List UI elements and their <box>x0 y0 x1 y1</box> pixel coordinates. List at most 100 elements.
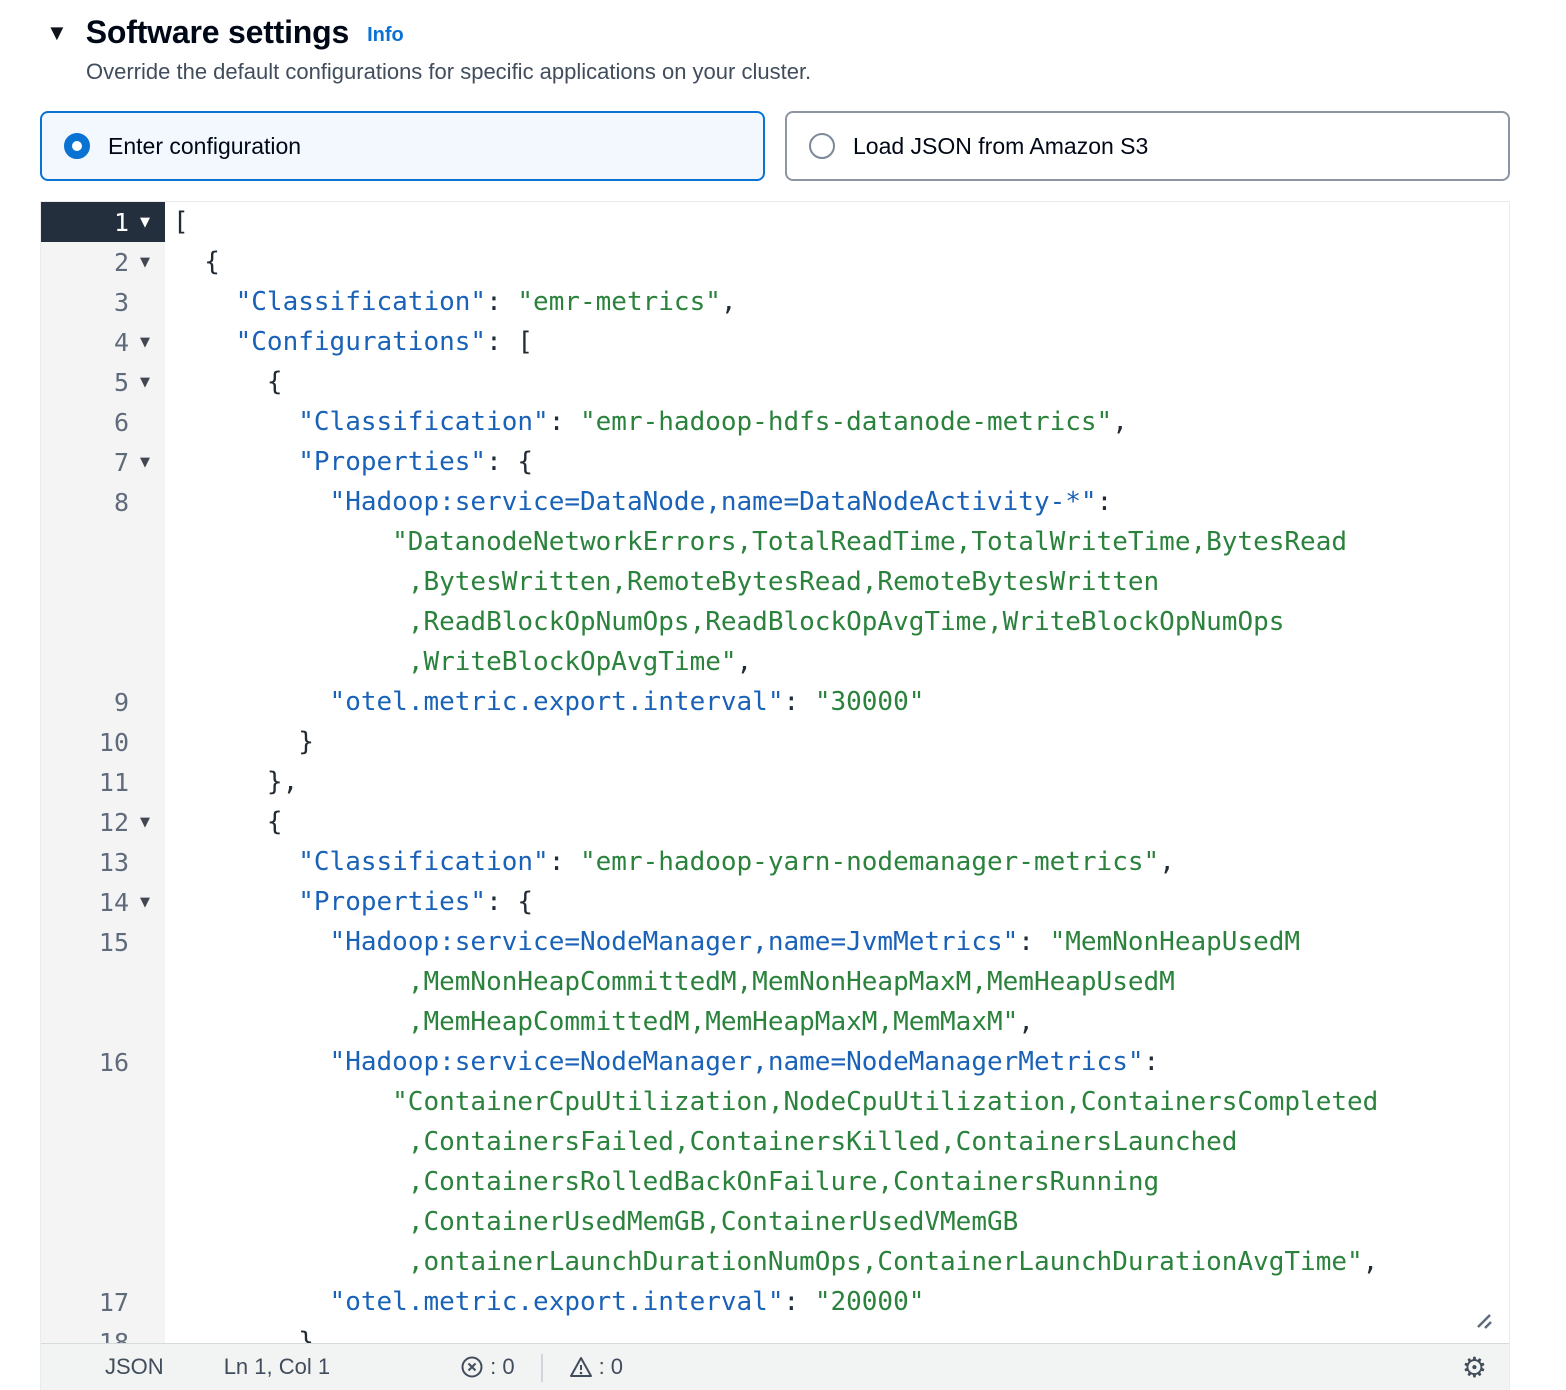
line-number-gutter: 15 <box>41 922 165 962</box>
code-line[interactable]: 10 } <box>41 722 1509 762</box>
code-lines[interactable]: 1▼ [2▼ {3 "Classification": "emr-metrics"… <box>41 202 1509 1345</box>
code-line-content[interactable]: "Classification": "emr-hadoop-yarn-nodem… <box>298 847 1175 877</box>
code-line[interactable]: "ContainerCpuUtilization,NodeCpuUtilizat… <box>41 1082 1509 1122</box>
code-line[interactable]: 2▼ { <box>41 242 1509 282</box>
section-description: Override the default configurations for … <box>86 59 812 84</box>
json-code-editor[interactable]: 1▼ [2▼ {3 "Classification": "emr-metrics"… <box>40 201 1510 1390</box>
code-line-content[interactable]: ,MemNonHeapCommittedM,MemNonHeapMaxM,Mem… <box>407 967 1175 997</box>
code-line[interactable]: 18 } <box>41 1322 1509 1345</box>
line-number: 4 <box>113 327 129 357</box>
code-line[interactable]: ,MemNonHeapCommittedM,MemNonHeapMaxM,Mem… <box>41 962 1509 1002</box>
code-line-content[interactable]: "Classification": "emr-hadoop-hdfs-datan… <box>298 407 1128 437</box>
option-label: Load JSON from Amazon S3 <box>853 132 1149 159</box>
fold-arrow-icon[interactable]: ▼ <box>140 254 150 270</box>
code-line[interactable]: 7▼ "Properties": { <box>41 442 1509 482</box>
code-line[interactable]: "DatanodeNetworkErrors,TotalReadTime,Tot… <box>41 522 1509 562</box>
code-line[interactable]: 8 "Hadoop:service=DataNode,name=DataNode… <box>41 482 1509 522</box>
code-line[interactable]: 13 "Classification": "emr-hadoop-yarn-no… <box>41 842 1509 882</box>
fold-arrow-icon[interactable]: ▼ <box>140 454 150 470</box>
code-line-content[interactable]: ,ontainerLaunchDurationNumOps,ContainerL… <box>407 1247 1379 1277</box>
code-line[interactable]: 16 "Hadoop:service=NodeManager,name=Node… <box>41 1042 1509 1082</box>
code-line[interactable]: 1▼ [ <box>41 202 1509 242</box>
code-line-content[interactable]: "Properties": { <box>298 887 534 917</box>
code-line-content[interactable]: "ContainerCpuUtilization,NodeCpuUtilizat… <box>392 1087 1379 1117</box>
line-number-gutter[interactable]: 14 ▼ <box>41 882 165 922</box>
errors-count: : 0 <box>490 1354 515 1379</box>
fold-arrow-icon[interactable]: ▼ <box>140 894 150 910</box>
option-load-json-s3[interactable]: Load JSON from Amazon S3 <box>785 111 1510 181</box>
status-divider <box>540 1354 543 1382</box>
option-enter-configuration[interactable]: Enter configuration <box>40 111 765 181</box>
warnings-indicator[interactable]: : 0 <box>569 1354 623 1380</box>
line-number-gutter: 3 <box>41 282 165 322</box>
code-line[interactable]: ,ontainerLaunchDurationNumOps,ContainerL… <box>41 1242 1509 1282</box>
code-line-content[interactable]: ,ContainersRolledBackOnFailure,Container… <box>407 1167 1160 1197</box>
line-number-gutter: 9 <box>41 682 165 722</box>
line-number-gutter[interactable]: 12▼ <box>41 802 165 842</box>
code-line-content[interactable]: { <box>173 367 283 397</box>
radio-selected-icon[interactable] <box>64 133 90 159</box>
code-line-content[interactable]: [ <box>173 207 189 237</box>
code-line[interactable]: 11 }, <box>41 762 1509 802</box>
code-line-content[interactable]: ,WriteBlockOpAvgTime", <box>407 647 753 677</box>
line-number: 17 <box>98 1287 129 1317</box>
code-line-content[interactable]: ,BytesWritten,RemoteBytesRead,RemoteByte… <box>407 567 1160 597</box>
fold-arrow-icon[interactable]: ▼ <box>140 814 150 830</box>
line-number: 14 <box>98 887 129 917</box>
code-line-content[interactable]: { <box>173 247 220 277</box>
code-line[interactable]: ,ReadBlockOpNumOps,ReadBlockOpAvgTime,Wr… <box>41 602 1509 642</box>
fold-arrow-icon[interactable]: ▼ <box>140 334 150 350</box>
radio-unselected-icon[interactable] <box>809 133 835 159</box>
code-line[interactable]: 15 "Hadoop:service=NodeManager,name=JvmM… <box>41 922 1509 962</box>
code-line-content[interactable]: "Classification": "emr-metrics", <box>235 287 737 317</box>
fold-arrow-icon[interactable]: ▼ <box>140 374 150 390</box>
code-line[interactable]: ,WriteBlockOpAvgTime", <box>41 642 1509 682</box>
line-number-gutter <box>41 602 165 642</box>
code-line[interactable]: 5▼ { <box>41 362 1509 402</box>
code-line[interactable]: 17 "otel.metric.export.interval": "20000… <box>41 1282 1509 1322</box>
code-line[interactable]: ,ContainersRolledBackOnFailure,Container… <box>41 1162 1509 1202</box>
line-number-gutter[interactable]: 5▼ <box>41 362 165 402</box>
info-link[interactable]: Info <box>367 24 404 46</box>
code-line-content[interactable]: "Hadoop:service=DataNode,name=DataNodeAc… <box>329 487 1113 517</box>
code-line-content[interactable]: ,MemHeapCommittedM,MemHeapMaxM,MemMaxM", <box>407 1007 1034 1037</box>
code-line-content[interactable]: "otel.metric.export.interval": "20000" <box>329 1287 925 1317</box>
code-line[interactable]: 3 "Classification": "emr-metrics", <box>41 282 1509 322</box>
settings-gear-icon[interactable]: ⚙ <box>1461 1351 1487 1384</box>
fold-arrow-icon[interactable]: ▼ <box>140 214 150 230</box>
code-line-content[interactable]: "Configurations": [ <box>235 327 534 357</box>
code-line-content[interactable]: "otel.metric.export.interval": "30000" <box>329 687 925 717</box>
line-number-gutter[interactable]: 4▼ <box>41 322 165 362</box>
line-number-gutter <box>41 1082 165 1122</box>
code-line-content[interactable]: ,ReadBlockOpNumOps,ReadBlockOpAvgTime,Wr… <box>407 607 1285 637</box>
code-line-content[interactable]: "Hadoop:service=NodeManager,name=NodeMan… <box>329 1047 1160 1077</box>
code-line-content[interactable]: "Properties": { <box>298 447 534 477</box>
code-line[interactable]: ,ContainerUsedMemGB,ContainerUsedVMemGB <box>41 1202 1509 1242</box>
code-line-content[interactable]: "Hadoop:service=NodeManager,name=JvmMetr… <box>329 927 1301 957</box>
line-number-gutter[interactable]: 2▼ <box>41 242 165 282</box>
line-number-gutter[interactable]: 7▼ <box>41 442 165 482</box>
code-line[interactable]: 12▼ { <box>41 802 1509 842</box>
line-number-gutter[interactable]: 1▼ <box>41 202 165 242</box>
code-line[interactable]: 4▼ "Configurations": [ <box>41 322 1509 362</box>
line-number-gutter: 18 <box>41 1322 165 1345</box>
code-line[interactable]: 6 "Classification": "emr-hadoop-hdfs-dat… <box>41 402 1509 442</box>
warnings-count: : 0 <box>598 1354 624 1379</box>
code-line[interactable]: ,MemHeapCommittedM,MemHeapMaxM,MemMaxM", <box>41 1002 1509 1042</box>
line-number-gutter: 8 <box>41 482 165 522</box>
resize-handle[interactable] <box>1469 1306 1493 1335</box>
code-line[interactable]: ,BytesWritten,RemoteBytesRead,RemoteByte… <box>41 562 1509 602</box>
code-line-content[interactable]: ,ContainersFailed,ContainersKilled,Conta… <box>407 1127 1238 1157</box>
editor-language: JSON <box>105 1354 164 1379</box>
code-line-content[interactable]: ,ContainerUsedMemGB,ContainerUsedVMemGB <box>407 1207 1019 1237</box>
code-line-content[interactable]: "DatanodeNetworkErrors,TotalReadTime,Tot… <box>392 527 1348 557</box>
errors-indicator[interactable]: : 0 <box>460 1354 515 1380</box>
collapse-arrow-icon[interactable]: ▼ <box>46 19 68 45</box>
code-line-content[interactable]: } <box>173 727 314 757</box>
code-line-content[interactable]: { <box>173 807 283 837</box>
code-line[interactable]: 14 ▼ "Properties": { <box>41 882 1509 922</box>
code-line-content[interactable]: } <box>173 1327 314 1345</box>
code-line[interactable]: ,ContainersFailed,ContainersKilled,Conta… <box>41 1122 1509 1162</box>
code-line[interactable]: 9 "otel.metric.export.interval": "30000" <box>41 682 1509 722</box>
code-line-content[interactable]: }, <box>173 767 299 797</box>
